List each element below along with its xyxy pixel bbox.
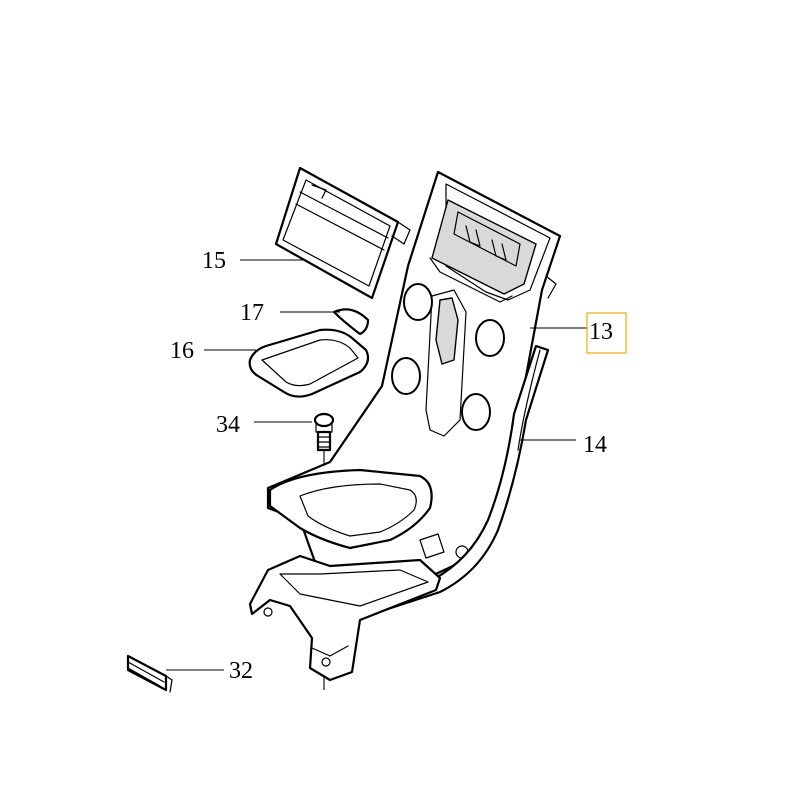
part-13-console-panel — [266, 170, 562, 614]
callout-17[interactable]: 17 — [240, 300, 264, 326]
callout-14[interactable]: 14 — [583, 432, 607, 458]
panel-hole-top-right — [475, 319, 505, 357]
part-32-rail — [126, 654, 173, 693]
callout-16[interactable]: 16 — [170, 338, 194, 364]
callout-13-highlight — [586, 312, 627, 354]
leader-lines — [166, 259, 588, 671]
panel-hole-mid-right — [461, 393, 491, 431]
callout-34[interactable]: 34 — [216, 412, 240, 438]
part-17-trim — [332, 308, 370, 336]
panel-hole-top-left — [403, 283, 433, 321]
callout-15[interactable]: 15 — [202, 248, 226, 274]
panel-hole-mid-left — [391, 357, 421, 395]
callout-13[interactable]: 13 — [589, 319, 613, 345]
part-15-tray — [274, 166, 411, 300]
callout-32[interactable]: 32 — [229, 658, 253, 684]
part-16-gasket — [248, 328, 370, 398]
callout-labels: 15 17 16 34 13 14 32 — [170, 248, 627, 684]
base-frame — [248, 554, 442, 682]
